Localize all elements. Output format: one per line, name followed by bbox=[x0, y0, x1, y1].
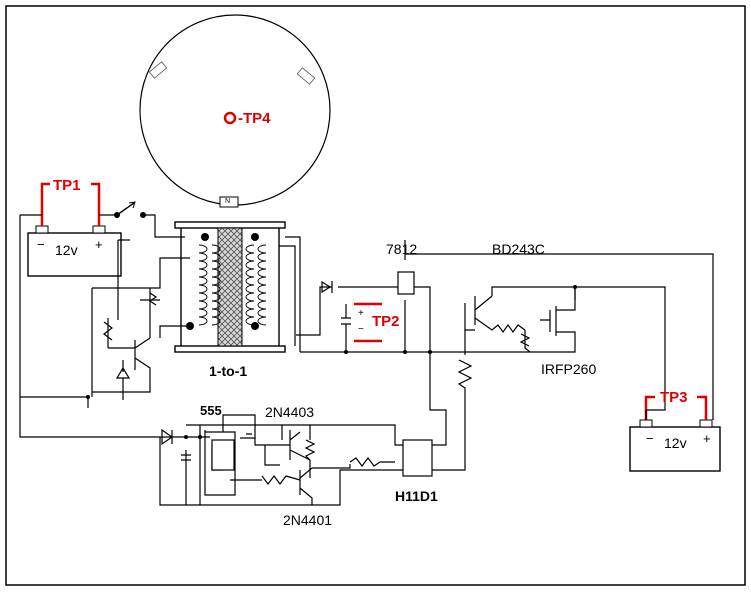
2n4403-label: 2N4403 bbox=[265, 404, 315, 420]
tp2-label: TP2 bbox=[372, 313, 400, 330]
battery-1-minus: − bbox=[37, 237, 45, 252]
transformer-core bbox=[217, 227, 243, 347]
rotor-wheel bbox=[139, 14, 331, 208]
diagram-border bbox=[5, 5, 746, 586]
tp1-leads bbox=[40, 182, 101, 226]
junctions bbox=[86, 285, 577, 439]
rotor-magnet-bottom bbox=[219, 196, 239, 208]
irfp260-label: IRFP260 bbox=[541, 361, 597, 377]
tp4-label: -TP4 bbox=[238, 110, 271, 127]
cap-minus: − bbox=[358, 324, 364, 335]
transformer bbox=[174, 221, 286, 353]
tp1-label: TP1 bbox=[53, 177, 81, 194]
tp4-marker bbox=[223, 111, 237, 125]
regulator-label: 7812 bbox=[386, 241, 418, 257]
battery-1-plus: + bbox=[95, 237, 103, 252]
rotor-magnet-right bbox=[296, 67, 316, 85]
wiring bbox=[19, 214, 714, 506]
2n4401-label: 2N4401 bbox=[283, 512, 333, 528]
bd243c-label: BD243C bbox=[492, 241, 545, 257]
timer-555 bbox=[211, 439, 235, 471]
h11d1-label: H11D1 bbox=[395, 488, 438, 504]
regulator-7812 bbox=[397, 271, 415, 295]
timer-555-label: 555 bbox=[200, 403, 222, 418]
rotor-magnet-left bbox=[148, 61, 168, 79]
battery-2 bbox=[629, 395, 721, 472]
cap-plus: + bbox=[358, 308, 364, 319]
magnet-n-label: N bbox=[225, 198, 231, 205]
battery-2-minus: − bbox=[646, 431, 654, 446]
battery-1 bbox=[27, 182, 122, 277]
battery-1-voltage: 12v bbox=[55, 242, 78, 258]
optocoupler-h11d1 bbox=[402, 439, 433, 477]
battery-2-plus: + bbox=[703, 431, 711, 446]
transformer-label: 1-to-1 bbox=[209, 363, 248, 379]
switch bbox=[114, 201, 146, 218]
tp2-leads bbox=[354, 302, 382, 343]
battery-2-voltage: 12v bbox=[664, 435, 687, 451]
tp3-label: TP3 bbox=[660, 389, 688, 406]
